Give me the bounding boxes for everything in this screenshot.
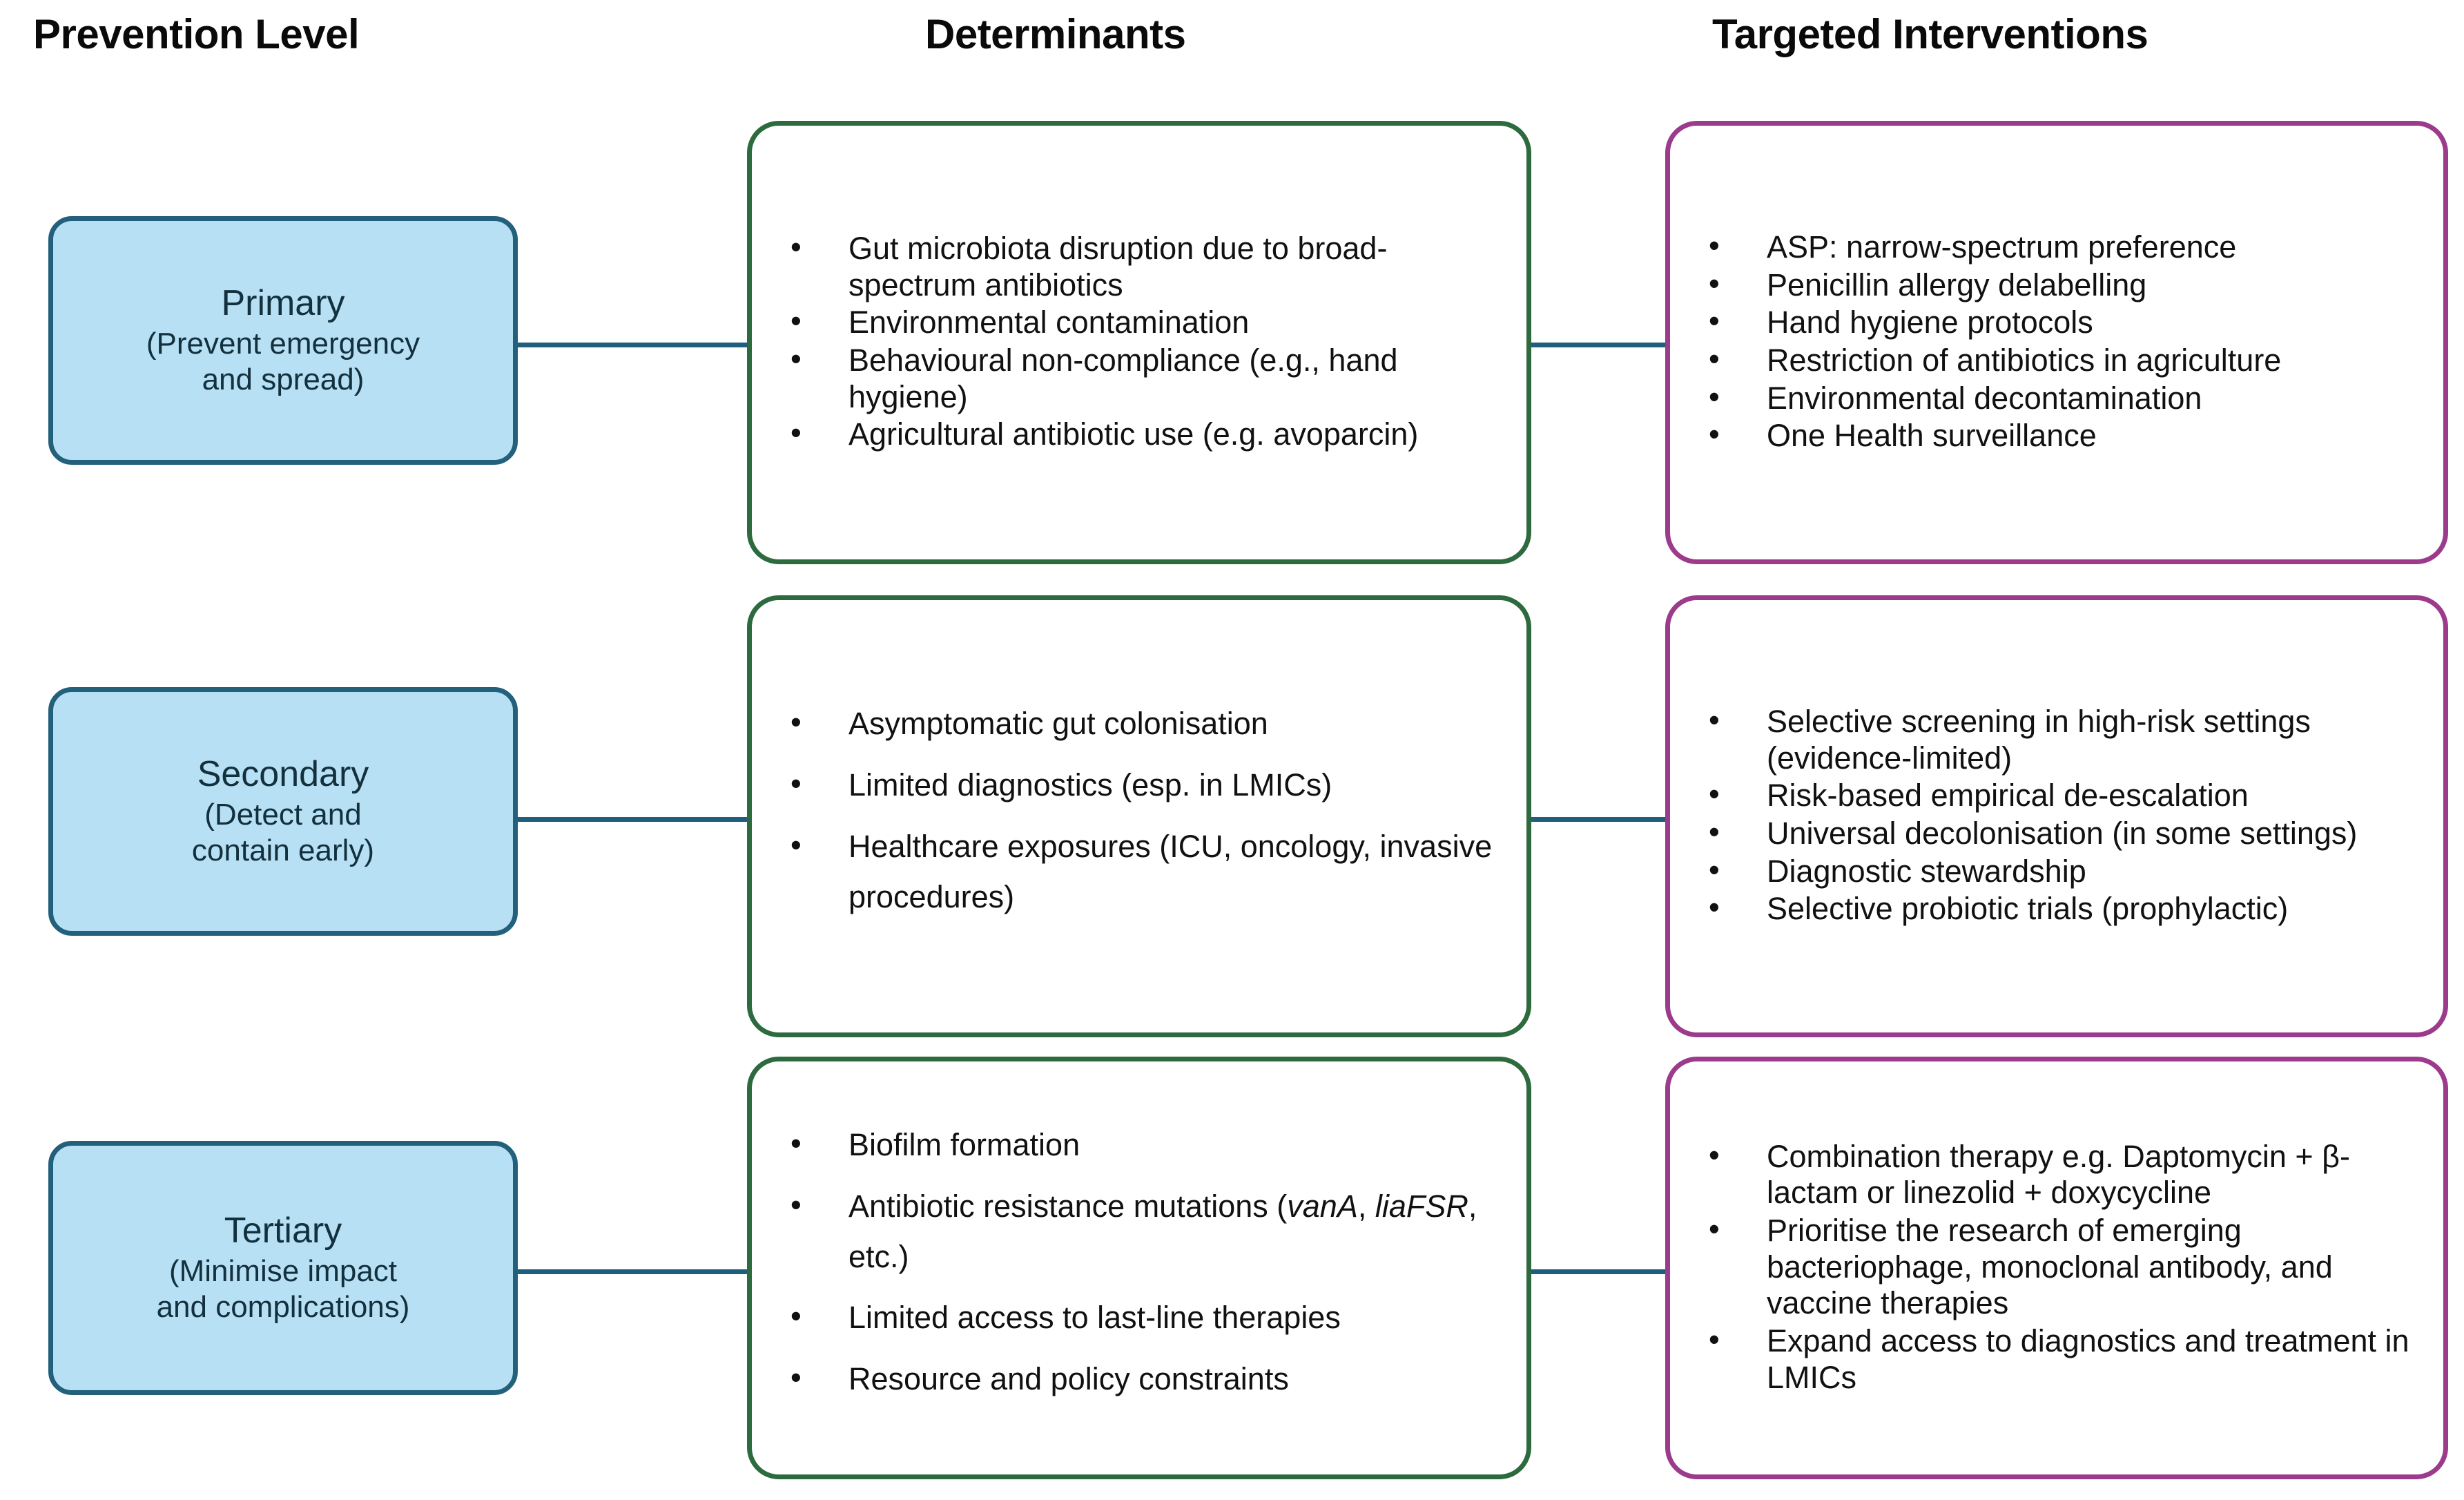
level-subtitle-tertiary-line1: (Minimise impact (168, 1254, 398, 1289)
list-item: Risk-based empirical de-escalation (1691, 776, 2420, 814)
determinants-box-tertiary[interactable]: Biofilm formation Antibiotic resistance … (747, 1057, 1531, 1479)
list-item: Gut microbiota disruption due to broad-s… (773, 229, 1503, 303)
interventions-list-primary: ASP: narrow-spectrum preference Penicill… (1691, 228, 2420, 456)
column-header-prevention-level: Prevention Level (33, 11, 360, 57)
level-subtitle-tertiary-line2: and complications) (156, 1290, 410, 1325)
list-item: Universal decolonisation (in some settin… (1691, 814, 2420, 852)
level-title-primary: Primary (221, 282, 345, 323)
level-subtitle-primary-line1: (Prevent emergency (146, 327, 420, 361)
interventions-box-secondary[interactable]: Selective screening in high-risk setting… (1665, 595, 2448, 1037)
list-item: Penicillin allergy delabelling (1691, 266, 2420, 304)
list-item: Expand access to diagnostics and treatme… (1691, 1322, 2420, 1396)
column-header-targeted-interventions: Targeted Interventions (1712, 11, 2148, 57)
interventions-box-tertiary[interactable]: Combination therapy e.g. Daptomycin + β-… (1665, 1057, 2448, 1479)
determinants-list-secondary: Asymptomatic gut colonisation Limited di… (773, 698, 1503, 934)
list-item: Combination therapy e.g. Daptomycin + β-… (1691, 1137, 2420, 1211)
list-item: Antibiotic resistance mutations (vanA, l… (773, 1180, 1503, 1282)
determinants-list-primary: Gut microbiota disruption due to broad-s… (773, 229, 1503, 454)
level-box-secondary[interactable]: Secondary (Detect and contain early) (48, 687, 518, 936)
list-item: Environmental decontamination (1691, 379, 2420, 417)
column-header-determinants: Determinants (925, 11, 1186, 57)
determinants-list-tertiary: Biofilm formation Antibiotic resistance … (773, 1119, 1503, 1416)
list-item: Selective probiotic trials (prophylactic… (1691, 890, 2420, 927)
list-item: Resource and policy constraints (773, 1353, 1503, 1405)
interventions-box-primary[interactable]: ASP: narrow-spectrum preference Penicill… (1665, 121, 2448, 564)
list-item: Behavioural non-compliance (e.g., hand h… (773, 341, 1503, 415)
connector-primary-determinants-to-interventions (1531, 343, 1669, 347)
list-item: Environmental contamination (773, 303, 1503, 341)
list-item: Agricultural antibiotic use (e.g. avopar… (773, 415, 1503, 453)
list-item: Healthcare exposures (ICU, oncology, inv… (773, 820, 1503, 923)
level-subtitle-secondary-line1: (Detect and (204, 798, 362, 832)
list-item: Selective screening in high-risk setting… (1691, 702, 2420, 776)
level-box-tertiary[interactable]: Tertiary (Minimise impact and complicati… (48, 1141, 518, 1395)
list-item: Limited access to last-line therapies (773, 1291, 1503, 1343)
list-item: Asymptomatic gut colonisation (773, 698, 1503, 749)
level-title-secondary: Secondary (197, 753, 369, 794)
list-item: Hand hygiene protocols (1691, 303, 2420, 341)
determinants-box-primary[interactable]: Gut microbiota disruption due to broad-s… (747, 121, 1531, 564)
connector-tertiary-determinants-to-interventions (1531, 1269, 1669, 1274)
determinants-box-secondary[interactable]: Asymptomatic gut colonisation Limited di… (747, 595, 1531, 1037)
connector-secondary-determinants-to-interventions (1531, 817, 1669, 822)
level-box-primary[interactable]: Primary (Prevent emergency and spread) (48, 216, 518, 465)
list-item: Prioritise the research of emerging bact… (1691, 1211, 2420, 1322)
interventions-list-tertiary: Combination therapy e.g. Daptomycin + β-… (1691, 1137, 2420, 1397)
list-item: Restriction of antibiotics in agricultur… (1691, 341, 2420, 379)
level-title-tertiary: Tertiary (224, 1210, 342, 1251)
list-item: Biofilm formation (773, 1119, 1503, 1171)
list-item: Diagnostic stewardship (1691, 852, 2420, 890)
list-item: ASP: narrow-spectrum preference (1691, 228, 2420, 266)
level-subtitle-secondary-line2: contain early) (191, 834, 375, 868)
interventions-list-secondary: Selective screening in high-risk setting… (1691, 702, 2420, 929)
list-item: One Health surveillance (1691, 416, 2420, 454)
list-item: Limited diagnostics (esp. in LMICs) (773, 759, 1503, 811)
level-subtitle-primary-line2: and spread) (202, 363, 365, 397)
